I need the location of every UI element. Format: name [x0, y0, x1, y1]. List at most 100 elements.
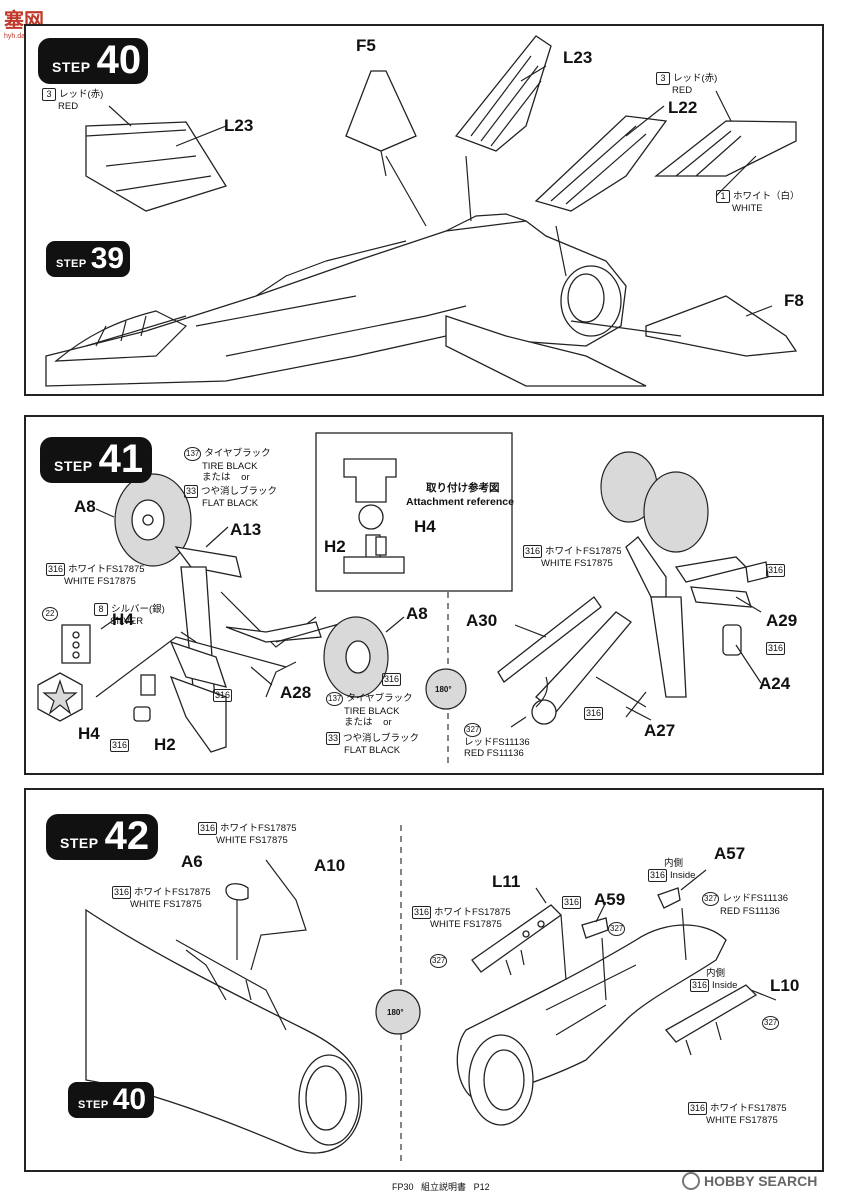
note-en: Attachment reference — [406, 496, 514, 508]
color-note-327-l10: 327 — [762, 1016, 782, 1030]
part-label-a6: A6 — [181, 852, 203, 871]
part-label-a57: A57 — [714, 844, 746, 863]
part-label-a8-right: A8 — [406, 604, 428, 623]
part-label-h4-inset: H4 — [414, 517, 436, 536]
note-jp: つや消しブラック — [201, 486, 278, 497]
note-en: FLAT BLACK — [202, 498, 259, 509]
note-jp: ホワイトFS17875 — [68, 564, 145, 575]
color-note-327-a59: 327 — [608, 922, 628, 936]
note-jp: ホワイトFS17875 — [434, 907, 511, 918]
note-jp: ホワイトFS17875 — [134, 887, 211, 898]
part-label-a59: A59 — [594, 890, 626, 909]
part-label-a27: A27 — [644, 721, 676, 740]
note-en: WHITE — [732, 203, 763, 214]
note-en: WHITE FS17875 — [216, 835, 288, 846]
color-number: 327 — [702, 892, 720, 906]
note-jp: ホワイトFS17875 — [545, 546, 622, 557]
color-note-red11136: 327 レッドFS11136 RED FS11136 — [464, 723, 530, 759]
note-jp: ホワイトFS17875 — [220, 823, 297, 834]
part-label-h2-inset: H2 — [324, 537, 346, 556]
step-40-ref-badge: STEP 40 — [68, 1082, 154, 1118]
step-number: 42 — [104, 814, 150, 858]
color-number: 316 — [382, 673, 402, 686]
color-number: 316 — [766, 564, 786, 577]
color-number: 316 — [213, 689, 233, 702]
step-word: STEP — [54, 458, 93, 474]
part-label-a13: A13 — [230, 520, 262, 539]
color-note-316-h4: 316 — [110, 739, 132, 752]
color-note-316-a24: 316 — [766, 642, 788, 655]
color-number: 3 — [656, 72, 670, 85]
part-label-l10: L10 — [770, 976, 800, 995]
color-number: 316 — [562, 896, 582, 909]
rotate-text: 180° — [435, 685, 452, 694]
note-jp: レッドFS11136 — [722, 893, 789, 904]
note-jp: レッド(赤) — [59, 89, 104, 100]
step-41-diagram — [37, 432, 769, 767]
color-number: 316 — [198, 822, 218, 835]
color-note-316-a27: 316 — [584, 707, 606, 720]
note-en: FLAT BLACK — [344, 745, 401, 756]
color-number: 8 — [94, 603, 108, 616]
note-en: SILVER — [110, 616, 144, 627]
note-en: WHITE FS17875 — [541, 558, 613, 569]
part-label-f5: F5 — [356, 36, 376, 55]
note-jp: または — [344, 717, 373, 728]
color-number: 33 — [326, 732, 341, 745]
note-en: RED FS11136 — [464, 748, 524, 759]
footer-page: P12 — [473, 1182, 490, 1192]
color-note-327-l11: 327 — [430, 954, 450, 968]
footer-title: 組立説明書 — [421, 1182, 467, 1192]
color-number: 33 — [184, 485, 199, 498]
step-word: STEP — [56, 258, 87, 270]
note-jp: レッドFS11136 — [464, 737, 530, 748]
color-number: 316 — [766, 642, 786, 655]
note-jp: ホワイトFS17875 — [710, 1103, 787, 1114]
part-label-l22: L22 — [668, 98, 698, 117]
step-number: 40 — [96, 38, 142, 82]
attachment-reference-label: 取り付け参考図 Attachment reference — [406, 481, 514, 509]
note-en: RED — [58, 101, 79, 112]
step-number: 39 — [90, 242, 125, 275]
step-40-diagram — [45, 35, 798, 387]
note-en: TIRE BLACK — [344, 706, 400, 717]
note-jp: タイヤブラック — [346, 693, 413, 704]
watermark-site: hyh.dak.com — [4, 33, 44, 40]
color-number: 22 — [42, 607, 58, 621]
part-label-h4-lower: H4 — [78, 724, 100, 743]
hobby-search-watermark: HOBBY SEARCH — [682, 1172, 817, 1190]
step-42-panel: STEP 42 STEP 40 A6 A10 L11 A59 A57 L10 3… — [24, 788, 824, 1172]
note-en: RED FS11136 — [720, 906, 780, 917]
color-number: 327 — [608, 922, 626, 936]
note-jp: 内側 — [664, 858, 684, 869]
rotate-180-label-42: 180° — [387, 1007, 404, 1018]
note-en: WHITE FS17875 — [430, 919, 502, 930]
part-label-h2-lower: H2 — [154, 735, 176, 754]
note-en: Inside — [670, 870, 696, 881]
color-number: 327 — [430, 954, 448, 968]
step-number: 41 — [98, 437, 144, 481]
part-label-a29: A29 — [766, 611, 798, 630]
part-label-a8-left: A8 — [74, 497, 96, 516]
note-en: TIRE BLACK — [202, 461, 258, 472]
note-jp: 内側 — [706, 968, 726, 979]
footer-code: FP30 — [392, 1182, 414, 1192]
note-jp: ホワイト（白） — [733, 191, 800, 202]
color-number: 316 — [412, 906, 432, 919]
hobby-search-icon — [682, 1172, 700, 1190]
note-en: or — [383, 717, 392, 728]
step-42-diagram — [85, 825, 777, 1165]
part-label-a28: A28 — [280, 683, 312, 702]
color-number: 327 — [762, 1016, 780, 1030]
part-label-l23-center: L23 — [563, 48, 593, 67]
note-en: WHITE FS17875 — [130, 899, 202, 910]
part-label-a24: A24 — [759, 674, 791, 693]
